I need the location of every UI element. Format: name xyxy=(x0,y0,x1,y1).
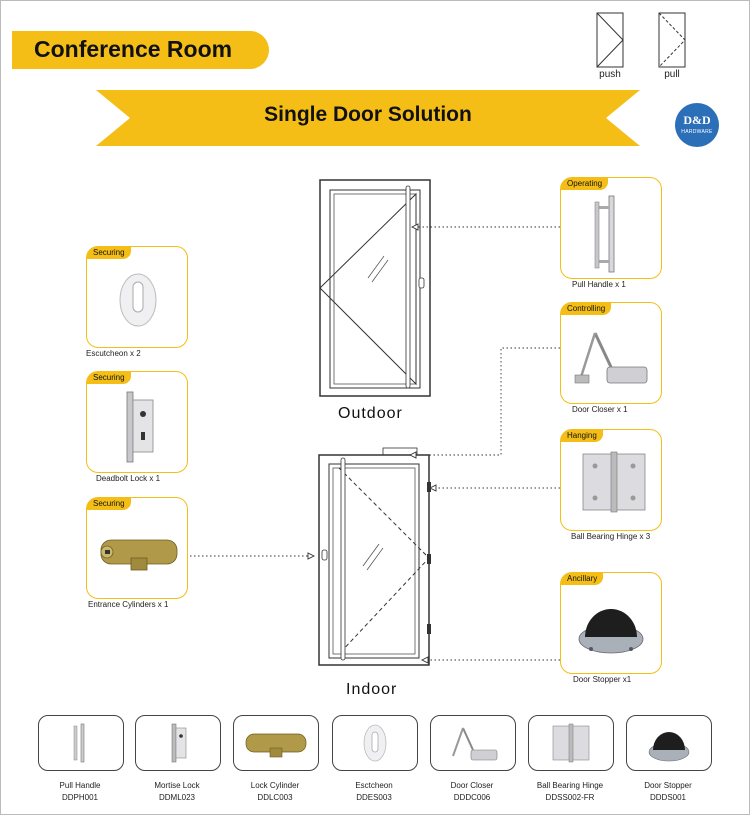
push-label: push xyxy=(599,69,621,80)
deadbolt-card: Securing xyxy=(86,371,188,473)
product-thumb-lock-cylinder xyxy=(233,715,319,771)
product-thumb-escutcheon xyxy=(332,715,418,771)
product-thumb-door-closer xyxy=(430,715,516,771)
lock-cylinder-icon xyxy=(245,733,307,758)
mortise-lock-icon xyxy=(171,723,187,763)
product-code: DDES003 xyxy=(356,793,392,802)
product-item: Pull Handle DDPH001 xyxy=(30,780,130,804)
escutcheon-icon xyxy=(363,724,387,762)
cylinder-caption: Entrance Cylinders x 1 xyxy=(88,600,169,609)
door-stopper-caption: Door Stopper x1 xyxy=(573,675,632,684)
deadbolt-caption: Deadbolt Lock x 1 xyxy=(96,474,161,483)
logo-subtext: HARDWARE xyxy=(681,129,713,135)
card-tag: Securing xyxy=(87,247,131,259)
product-item: Door Stopper DDDS001 xyxy=(618,780,718,804)
hinge-card: Hanging xyxy=(560,429,662,531)
escutcheon-caption: Escutcheon x 2 xyxy=(86,349,141,358)
pull-handle-card: Operating xyxy=(560,177,662,279)
door-closer-icon xyxy=(452,727,498,761)
card-tag: Securing xyxy=(87,372,131,384)
card-tag: Securing xyxy=(87,498,131,510)
card-tag: Controlling xyxy=(561,303,612,315)
escutcheon-icon xyxy=(119,273,157,327)
product-name: Mortise Lock xyxy=(154,781,200,790)
deadbolt-lock-icon xyxy=(126,391,154,463)
product-thumb-pull-handle xyxy=(38,715,124,771)
product-code: DDSS002-FR xyxy=(545,793,595,802)
product-thumb-mortise-lock xyxy=(135,715,221,771)
escutcheon-card: Securing xyxy=(86,246,188,348)
card-tag: Hanging xyxy=(561,430,603,442)
banner-title: Single Door Solution xyxy=(264,103,472,126)
product-name: Pull Handle xyxy=(59,781,101,790)
cylinder-icon xyxy=(100,539,178,571)
door-stopper-icon xyxy=(578,609,644,654)
indoor-door-drawing xyxy=(318,447,431,666)
card-tag: Operating xyxy=(561,178,609,190)
door-stopper-card: Ancillary xyxy=(560,572,662,674)
door-closer-card: Controlling xyxy=(560,302,662,404)
product-item: Lock Cylinder DDLC003 xyxy=(225,780,325,804)
hinge-icon xyxy=(582,451,646,513)
product-code: DDDC006 xyxy=(453,793,491,802)
product-code: DDPH001 xyxy=(61,793,98,802)
brand-logo: D&D HARDWARE xyxy=(675,103,719,147)
product-code: DDLC003 xyxy=(257,793,293,802)
ribbon-banner xyxy=(96,90,640,146)
indoor-label: Indoor xyxy=(346,681,398,698)
push-legend-icon xyxy=(596,12,624,68)
product-item: Door Closer DDDC006 xyxy=(422,780,522,804)
outdoor-door-drawing xyxy=(319,179,431,397)
product-code: DDML023 xyxy=(158,793,195,802)
product-thumb-hinge xyxy=(528,715,614,771)
product-code: DDDS001 xyxy=(649,793,686,802)
product-name: Door Stopper xyxy=(644,781,692,790)
hinge-icon xyxy=(552,723,590,763)
product-name: Esctcheon xyxy=(355,781,393,790)
outdoor-label: Outdoor xyxy=(338,405,403,422)
door-closer-caption: Door Closer x 1 xyxy=(572,405,628,414)
product-name: Ball Bearing Hinge xyxy=(536,781,604,790)
logo-text: D&D xyxy=(683,113,711,127)
pull-handle-icon xyxy=(73,723,85,763)
pull-legend-icon xyxy=(658,12,686,68)
cylinder-card: Securing xyxy=(86,497,188,599)
product-name: Lock Cylinder xyxy=(250,781,300,790)
title-banner xyxy=(12,31,269,69)
hinge-caption: Ball Bearing Hinge x 3 xyxy=(571,532,651,541)
product-name: Door Closer xyxy=(450,781,494,790)
pull-handle-icon xyxy=(594,195,615,273)
door-closer-icon xyxy=(574,332,648,384)
pull-label: pull xyxy=(664,69,680,80)
pull-handle-caption: Pull Handle x 1 xyxy=(572,280,626,289)
product-item: Ball Bearing Hinge DDSS002-FR xyxy=(520,780,620,804)
door-stopper-icon xyxy=(648,732,690,762)
product-thumb-door-stopper xyxy=(626,715,712,771)
card-tag: Ancillary xyxy=(561,573,604,585)
product-item: Esctcheon DDES003 xyxy=(324,780,424,804)
product-item: Mortise Lock DDML023 xyxy=(127,780,227,804)
page-title: Conference Room xyxy=(34,36,233,62)
